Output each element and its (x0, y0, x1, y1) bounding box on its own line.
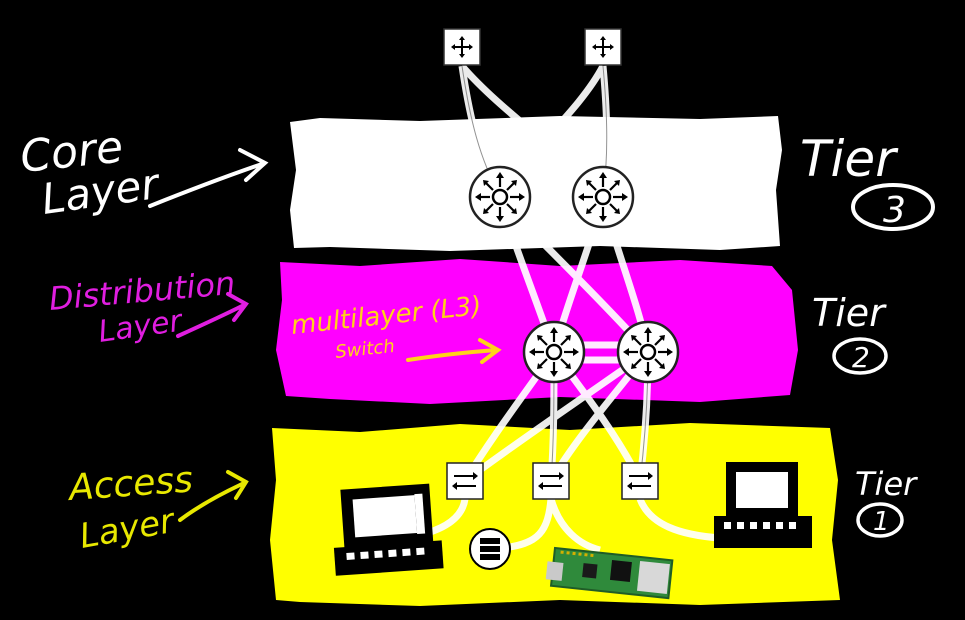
multilayer-switch-icon (571, 165, 635, 229)
router-icon (584, 28, 622, 66)
server-icon (469, 528, 511, 570)
distribution-arrow-icon (176, 292, 249, 338)
computer-icon (714, 462, 812, 548)
multilayer-arrow-icon (406, 338, 502, 364)
core-layer-band (290, 116, 782, 251)
tier2-number: 2 (852, 341, 870, 374)
single-board-computer-icon (545, 546, 674, 600)
access-switch-icon (532, 462, 570, 500)
access-switch-icon (621, 462, 659, 500)
tier2-label: Tier (812, 291, 887, 335)
multilayer-switch-icon (468, 165, 532, 229)
distribution-layer-label-line2: Layer (96, 303, 185, 350)
distribution-layer-label-line1: Distribution (47, 264, 236, 318)
access-arrow-icon (178, 470, 249, 522)
tier1-circle (856, 502, 904, 538)
access-switch-icon (446, 462, 484, 500)
router-icon (443, 28, 481, 66)
access-layer-label-line1: Access (66, 459, 194, 509)
tier2-circle (832, 337, 888, 375)
core-layer-label-line2: Layer (39, 159, 164, 224)
computer-icon (333, 483, 444, 576)
tier3-circle (851, 183, 935, 231)
tier1-number: 1 (873, 507, 890, 537)
access-layer-label-line2: Layer (77, 501, 179, 557)
tier1-label: Tier (855, 465, 918, 503)
core-arrow-icon (148, 148, 269, 208)
multilayer-switch-icon (522, 320, 586, 384)
core-layer-label-line1: Core (18, 121, 126, 182)
tier3-number: 3 (883, 190, 906, 231)
tier3-label: Tier (800, 130, 899, 188)
multilayer-switch-icon (616, 320, 680, 384)
